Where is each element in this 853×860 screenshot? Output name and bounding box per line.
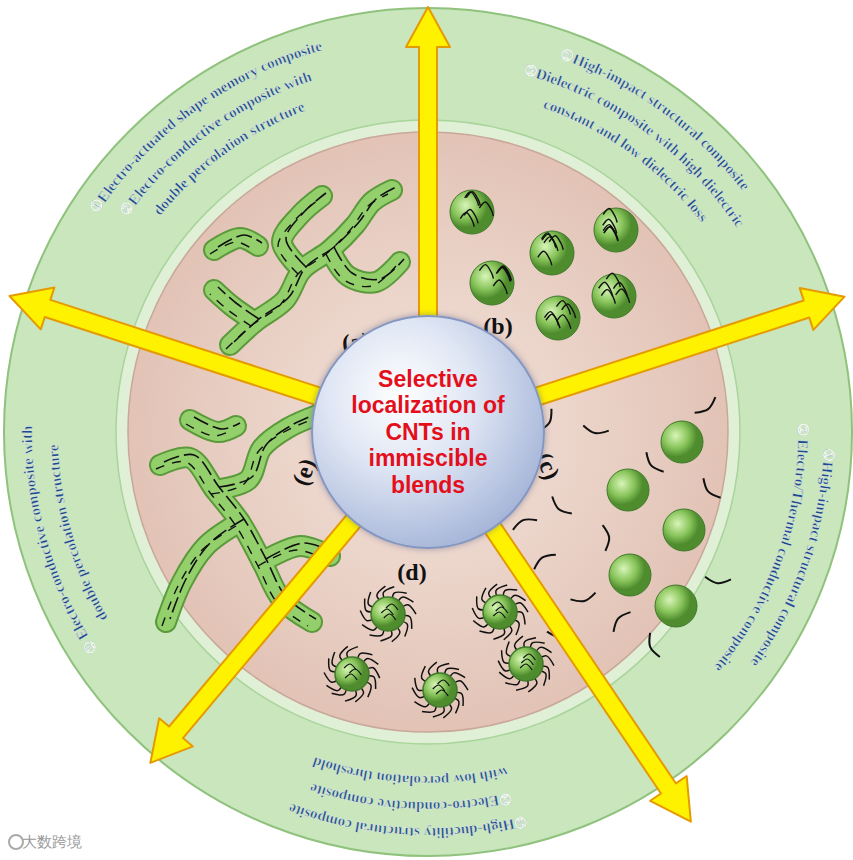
cnt-inside [520, 664, 532, 670]
sphere [483, 595, 517, 629]
label-line: ②Electro-conductive composite with [117, 67, 317, 218]
label-line: constant and low dielectric loss [542, 95, 712, 224]
cnt-inside [384, 614, 396, 620]
cnt-line [170, 519, 244, 619]
sphere [335, 657, 369, 691]
cnt-squiggle [646, 452, 663, 471]
sphere [609, 554, 651, 596]
cnt-inside [544, 237, 558, 251]
cnt-squiggle [649, 633, 659, 657]
sphere [655, 585, 697, 627]
cnt-squiggle [583, 425, 608, 433]
sphere [509, 647, 543, 681]
sphere [594, 208, 638, 252]
cnt-line [210, 294, 251, 326]
cnt-squiggle [570, 593, 595, 602]
cnt-inside [544, 312, 558, 326]
cnt-inside [601, 290, 615, 304]
phase-outline [214, 238, 258, 250]
cnt-line [210, 242, 254, 254]
cnt-inside [479, 202, 493, 216]
phase-fill [214, 290, 255, 322]
yellow-arrow [3, 275, 349, 425]
cnt-squiggle [695, 397, 716, 413]
cnt-squiggle [703, 478, 720, 498]
application-label: ② Electro/Thermal conductive composite [711, 422, 811, 675]
application-label: ②Electro-conductive composite with doubl… [117, 67, 317, 218]
application-label: ②Electro-conductive composite with low p… [304, 754, 513, 815]
sphere [607, 469, 649, 511]
cnt-line [162, 526, 236, 626]
network-e [156, 411, 334, 626]
cnt-inside [465, 192, 479, 206]
cnt-line [218, 235, 262, 247]
cnt-line [218, 287, 259, 319]
spheres-d [324, 584, 554, 718]
arrows [3, 7, 852, 834]
phase-outline [214, 290, 255, 322]
network-a [210, 187, 404, 349]
sphere [661, 421, 703, 463]
cnt-inside [464, 209, 478, 223]
cnt-line [286, 193, 326, 267]
outer-ring [4, 8, 852, 856]
cnt-inside [557, 315, 571, 329]
sphere [423, 673, 457, 707]
label-line: ②Dielectric composite with high dielectr… [522, 62, 750, 233]
cnt-line [334, 247, 404, 280]
cnt-squiggle [534, 555, 556, 569]
cnt-inside [599, 282, 613, 296]
phase-outline [166, 522, 240, 622]
watermark-logo [9, 835, 23, 849]
application-label: ②Dielectric composite with high dielectr… [522, 62, 750, 233]
yellow-arrow [460, 494, 709, 834]
label-line: with low percolation threshold [310, 754, 510, 789]
cnt-inside [479, 265, 493, 279]
panel-letter: (d) [397, 560, 426, 584]
cnt-line [278, 200, 318, 274]
sphere [592, 274, 636, 318]
sphere [536, 296, 580, 340]
cnt-inside [436, 690, 448, 696]
sphere [371, 597, 405, 631]
cnt-inside [562, 304, 576, 318]
cnt-line [194, 417, 240, 429]
label-line: ② Electro/Thermal conductive composite [711, 422, 811, 675]
phase-fill [166, 522, 240, 622]
sphere [470, 261, 514, 305]
sphere [450, 190, 494, 234]
spheres-b [450, 190, 638, 340]
yellow-arrow [406, 7, 450, 342]
cnt-inside [493, 612, 505, 618]
center-sphere: Selective localization of CNTs in immisc… [311, 315, 545, 549]
label-line: double percolation structure [150, 98, 307, 218]
cnt-inside [466, 192, 480, 206]
yellow-arrow [507, 276, 852, 425]
center-title: Selective localization of CNTs in immisc… [340, 366, 516, 498]
cnt-squiggle [552, 496, 572, 513]
label-line: double percolation structure [45, 444, 110, 624]
cnt-squiggle [603, 525, 610, 551]
cnt-squiggle [705, 577, 731, 584]
cnt-line [186, 424, 232, 436]
cnt-line [326, 254, 396, 287]
cnt-inside [542, 234, 556, 248]
cnt-inside [381, 609, 393, 615]
cnt-inside [604, 227, 618, 241]
cnt-squiggle [513, 519, 537, 529]
sphere [663, 509, 705, 551]
application-label: ① Electro-conductive composite with doub… [19, 422, 111, 658]
cnt-inside [460, 213, 474, 227]
cnt-squiggle [614, 612, 631, 632]
cnt-inside [345, 674, 357, 680]
phase-fill [214, 238, 258, 250]
watermark: 大数跨境 [22, 835, 82, 850]
cnt-inside [497, 266, 511, 280]
yellow-arrow [133, 487, 387, 777]
cnt-inside [613, 283, 627, 297]
sphere [530, 231, 574, 275]
cnt-inside [493, 280, 507, 294]
cnt-inside [538, 251, 552, 265]
